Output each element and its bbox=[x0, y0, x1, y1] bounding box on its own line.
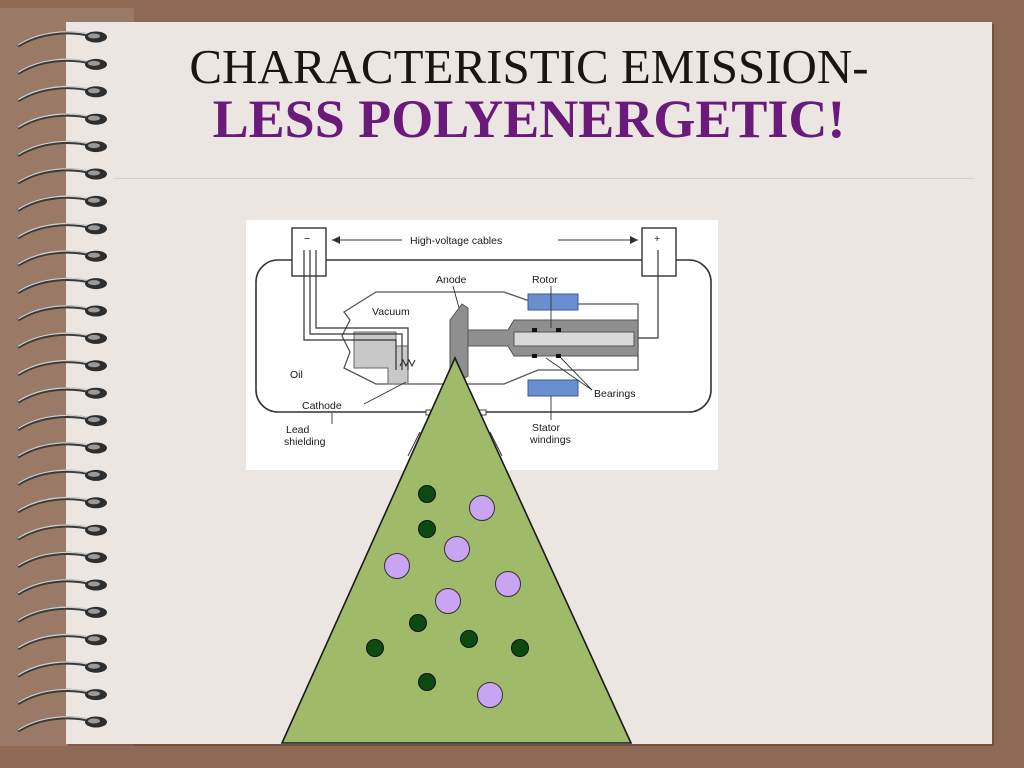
label-stator: Stator bbox=[532, 422, 561, 434]
photon-light bbox=[495, 571, 521, 597]
bearing bbox=[556, 354, 561, 358]
arrow-head bbox=[332, 236, 340, 244]
spiral-coil bbox=[17, 168, 107, 185]
photon-light bbox=[435, 588, 461, 614]
cathode-assembly bbox=[353, 331, 409, 385]
cable-socket-positive bbox=[641, 227, 677, 277]
photon-dark bbox=[409, 614, 427, 632]
label-vacuum: Vacuum bbox=[372, 306, 410, 318]
label-lead: Lead bbox=[286, 424, 310, 436]
label-rotor: Rotor bbox=[532, 274, 558, 286]
spiral-coil bbox=[17, 551, 107, 568]
slide-title: CHARACTERISTIC EMISSION- LESS POLYENERGE… bbox=[106, 42, 952, 147]
spiral-coil bbox=[17, 250, 107, 267]
spiral-coil bbox=[17, 140, 107, 157]
spiral-coil bbox=[17, 688, 107, 705]
spiral-coil bbox=[17, 414, 107, 431]
cathode-lead bbox=[309, 250, 403, 370]
pointer-bearings bbox=[560, 357, 593, 391]
spiral-coil bbox=[17, 332, 107, 349]
photon-dark bbox=[366, 639, 384, 657]
pointer-anode bbox=[452, 285, 460, 309]
spiral-coil bbox=[17, 195, 107, 212]
label-shielding: shielding bbox=[284, 436, 326, 448]
arrow-head bbox=[630, 236, 638, 244]
title-line-2: LESS POLYENERGETIC! bbox=[212, 88, 846, 149]
photon-dark bbox=[511, 639, 529, 657]
pointer-cathode bbox=[363, 381, 407, 405]
spiral-coil bbox=[17, 716, 107, 733]
spiral-coil bbox=[17, 31, 107, 48]
anode-lead bbox=[638, 250, 659, 339]
spiral-coil bbox=[17, 661, 107, 678]
spiral-coil bbox=[17, 277, 107, 294]
spiral-coil bbox=[17, 524, 107, 541]
label-oil: Oil bbox=[290, 369, 303, 381]
beam-edge-line bbox=[489, 431, 503, 457]
title-line-1: CHARACTERISTIC EMISSION- bbox=[189, 39, 869, 94]
spiral-coil bbox=[17, 469, 107, 486]
spiral-coil bbox=[17, 58, 107, 75]
bearing bbox=[532, 354, 537, 358]
stator-winding-top bbox=[527, 293, 579, 311]
rotor-shaft bbox=[513, 331, 635, 347]
spiral-coil bbox=[17, 222, 107, 240]
label-high-voltage-cables: High-voltage cables bbox=[410, 235, 502, 247]
label-cathode: Cathode bbox=[302, 400, 342, 412]
cathode-lead bbox=[315, 250, 409, 370]
label-bearings: Bearings bbox=[594, 388, 635, 400]
photon-dark bbox=[418, 520, 436, 538]
bearing bbox=[556, 328, 561, 332]
spiral-coil bbox=[17, 606, 107, 623]
photon-light bbox=[469, 495, 495, 521]
stator-winding-bottom bbox=[527, 379, 579, 397]
label-plus: + bbox=[654, 233, 660, 245]
photon-dark bbox=[460, 630, 478, 648]
spiral-coil bbox=[17, 113, 107, 130]
spiral-coil bbox=[17, 85, 107, 103]
spiral-binding-icon bbox=[17, 31, 107, 733]
spiral-coil bbox=[17, 442, 107, 459]
cable-socket-negative bbox=[291, 227, 327, 277]
photon-dark bbox=[418, 485, 436, 503]
beam-edge-line bbox=[407, 431, 421, 457]
spiral-coil bbox=[17, 496, 107, 514]
pointer-bearings bbox=[545, 357, 593, 391]
spiral-coil bbox=[17, 387, 107, 404]
label-minus: − bbox=[304, 233, 310, 245]
title-divider bbox=[114, 178, 974, 179]
photon-dark bbox=[418, 673, 436, 691]
photon-light bbox=[444, 536, 470, 562]
photon-light bbox=[477, 682, 503, 708]
spiral-coil bbox=[17, 579, 107, 596]
spiral-coil bbox=[17, 633, 107, 651]
label-anode: Anode bbox=[436, 274, 467, 286]
label-windings: windings bbox=[529, 434, 571, 446]
photon-light bbox=[384, 553, 410, 579]
bearing bbox=[532, 328, 537, 332]
spiral-coil bbox=[17, 305, 107, 322]
cathode-lead bbox=[303, 250, 397, 370]
spiral-coil bbox=[17, 359, 107, 377]
